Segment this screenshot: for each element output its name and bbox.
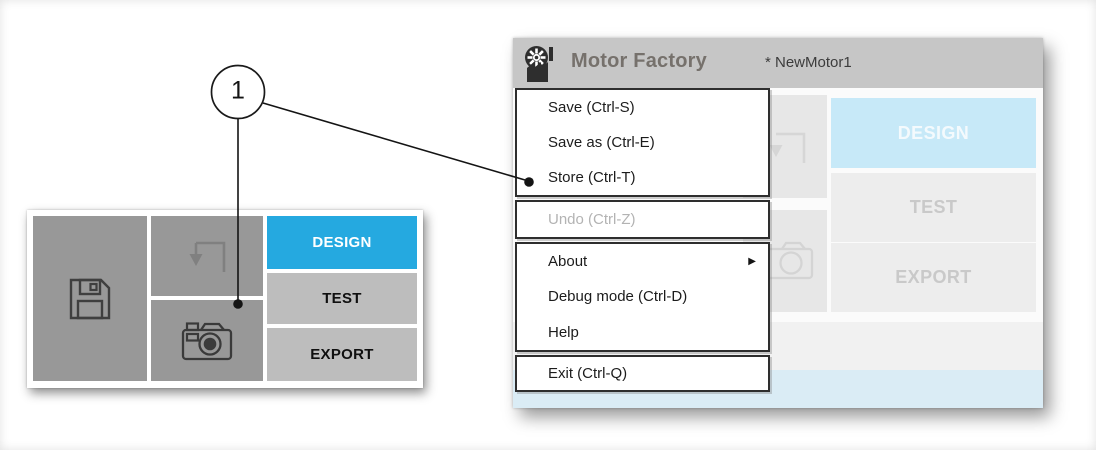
panel-design-button[interactable]: DESIGN: [267, 216, 417, 269]
menu-item-help[interactable]: Help: [548, 323, 579, 341]
menu-section-undo: Undo (Ctrl-Z): [515, 200, 770, 239]
motor-factory-window: DESIGN TEST EXPORT: [513, 38, 1043, 408]
menu-item-store[interactable]: Store (Ctrl-T): [548, 169, 636, 186]
titlebar: Motor Factory * NewMotor1: [513, 38, 1043, 88]
tab-design[interactable]: DESIGN: [831, 98, 1036, 168]
menu-item-debug-mode[interactable]: Debug mode (Ctrl-D): [548, 288, 688, 306]
menu-section-exit: Exit (Ctrl-Q): [515, 355, 770, 392]
document-name: * NewMotor1: [765, 54, 852, 71]
save-button[interactable]: [33, 216, 147, 381]
panel-export-button[interactable]: EXPORT: [267, 328, 417, 381]
menu-item-about[interactable]: About ▶: [517, 244, 768, 279]
callout-circle: [210, 64, 266, 120]
tab-export[interactable]: EXPORT: [831, 243, 1036, 312]
step-arrow-button[interactable]: [151, 216, 263, 296]
callout-number: 1: [231, 76, 245, 105]
menu-item-exit[interactable]: Exit (Ctrl-Q): [548, 365, 628, 382]
panel-test-button[interactable]: TEST: [267, 273, 417, 324]
step-arrow-icon: [189, 241, 226, 272]
submenu-arrow-icon: ▶: [748, 256, 756, 268]
faded-step-arrow-icon: [769, 132, 806, 163]
motor-factory-logo-icon[interactable]: [521, 43, 563, 85]
menu-item-about-label: About: [548, 253, 588, 271]
menu-section-tools: About ▶ Debug mode (Ctrl-D) Help: [515, 242, 770, 352]
app-title: Motor Factory: [571, 50, 707, 72]
camera-icon: [181, 321, 233, 360]
menu-section-save: Save (Ctrl-S) Save as (Ctrl-E) Store (Ct…: [515, 88, 770, 197]
toolbar-panel-inset: DESIGN TEST EXPORT: [27, 210, 423, 388]
menu-item-save-as[interactable]: Save as (Ctrl-E): [548, 134, 655, 151]
menu-item-save[interactable]: Save (Ctrl-S): [548, 99, 635, 116]
menu-item-undo: Undo (Ctrl-Z): [548, 211, 636, 228]
camera-button[interactable]: [151, 300, 263, 381]
tab-test[interactable]: TEST: [831, 173, 1036, 242]
floppy-disk-icon: [69, 278, 111, 319]
